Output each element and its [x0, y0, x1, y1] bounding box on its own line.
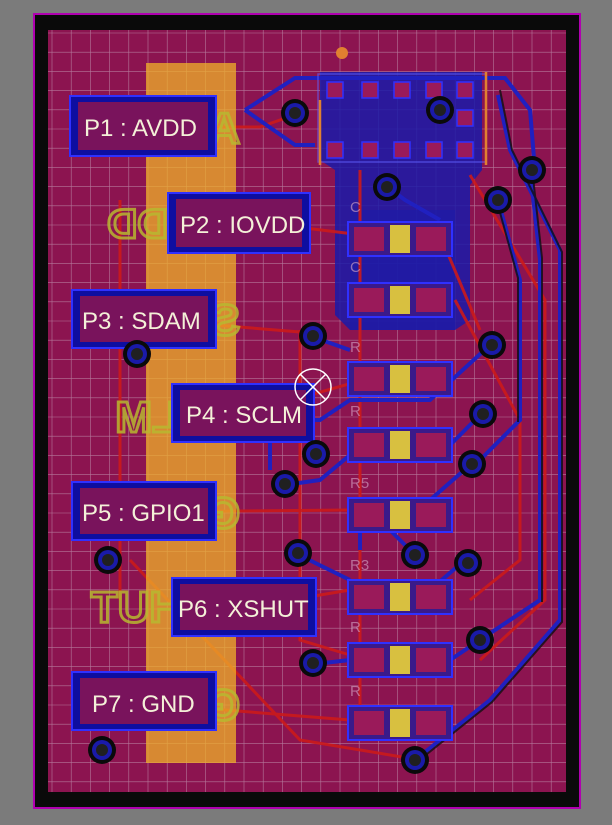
crosshair-icon	[294, 368, 332, 406]
pad-p6[interactable]: P6 : XSHUT	[171, 577, 317, 637]
chip-pad	[393, 81, 411, 99]
pad-label: P5 : GPIO1	[82, 500, 205, 527]
via	[284, 539, 312, 567]
sensor-chip[interactable]	[317, 47, 488, 165]
via	[302, 440, 330, 468]
via	[299, 649, 327, 677]
chip-pad	[361, 141, 379, 159]
isolation-traces	[416, 89, 563, 763]
pad-label: P4 : SCLM	[186, 402, 302, 429]
component-ref: R5	[350, 475, 369, 492]
passive-component[interactable]: C	[347, 259, 453, 318]
pad-p7[interactable]: P7 : GND	[71, 671, 217, 731]
via	[299, 322, 327, 350]
chip-pad	[425, 81, 443, 99]
via	[454, 549, 482, 577]
chip-pad	[326, 141, 344, 159]
via	[401, 746, 429, 774]
chip-pad	[393, 141, 411, 159]
via	[88, 736, 116, 764]
via	[484, 186, 512, 214]
component-ref: C	[350, 259, 361, 276]
via	[426, 96, 454, 124]
via	[123, 340, 151, 368]
vias	[88, 96, 546, 774]
via	[458, 450, 486, 478]
via	[478, 331, 506, 359]
pad-label: P7 : GND	[92, 691, 195, 718]
passive-component[interactable]: R	[347, 403, 453, 463]
chip-pad	[456, 141, 474, 159]
chip-pad	[456, 109, 474, 127]
via	[373, 173, 401, 201]
passive-component[interactable]: R	[347, 339, 453, 397]
pad-p1[interactable]: P1 : AVDD	[69, 95, 217, 157]
via	[94, 546, 122, 574]
component-ref: R	[350, 339, 361, 356]
pad-label: P2 : IOVDD	[180, 212, 305, 239]
chip-pad	[425, 141, 443, 159]
component-ref: C	[350, 199, 361, 216]
passive-component[interactable]: R5	[347, 475, 453, 533]
component-ref: R3	[350, 557, 369, 574]
component-ref: R	[350, 403, 361, 420]
pad-p2[interactable]: P2 : IOVDD	[167, 192, 311, 254]
pad-label: P1 : AVDD	[84, 115, 197, 142]
pad-p5[interactable]: P5 : GPIO1	[71, 481, 217, 541]
pad-label: P6 : XSHUT	[178, 596, 309, 623]
passive-component[interactable]: R	[347, 683, 453, 741]
chip-pad	[326, 81, 344, 99]
via	[469, 400, 497, 428]
pad-p4[interactable]: P4 : SCLM	[171, 383, 315, 443]
via	[271, 470, 299, 498]
connector-pads: P1 : AVDD P2 : IOVDD P3 : SDAM P4 : SCLM P5 …	[69, 95, 317, 731]
chip-pad	[456, 81, 474, 99]
pin1-marker-icon	[336, 47, 348, 59]
passive-component[interactable]: R3	[347, 557, 453, 615]
via	[281, 99, 309, 127]
via	[401, 541, 429, 569]
chip-pad	[361, 81, 379, 99]
pad-p3[interactable]: P3 : SDAM	[71, 289, 217, 349]
pad-label: P3 : SDAM	[82, 308, 201, 335]
component-ref: R	[350, 683, 361, 700]
passive-component[interactable]: R	[347, 619, 453, 678]
via	[518, 156, 546, 184]
component-ref: R	[350, 619, 361, 636]
via	[466, 626, 494, 654]
passive-component[interactable]: C	[347, 199, 453, 257]
